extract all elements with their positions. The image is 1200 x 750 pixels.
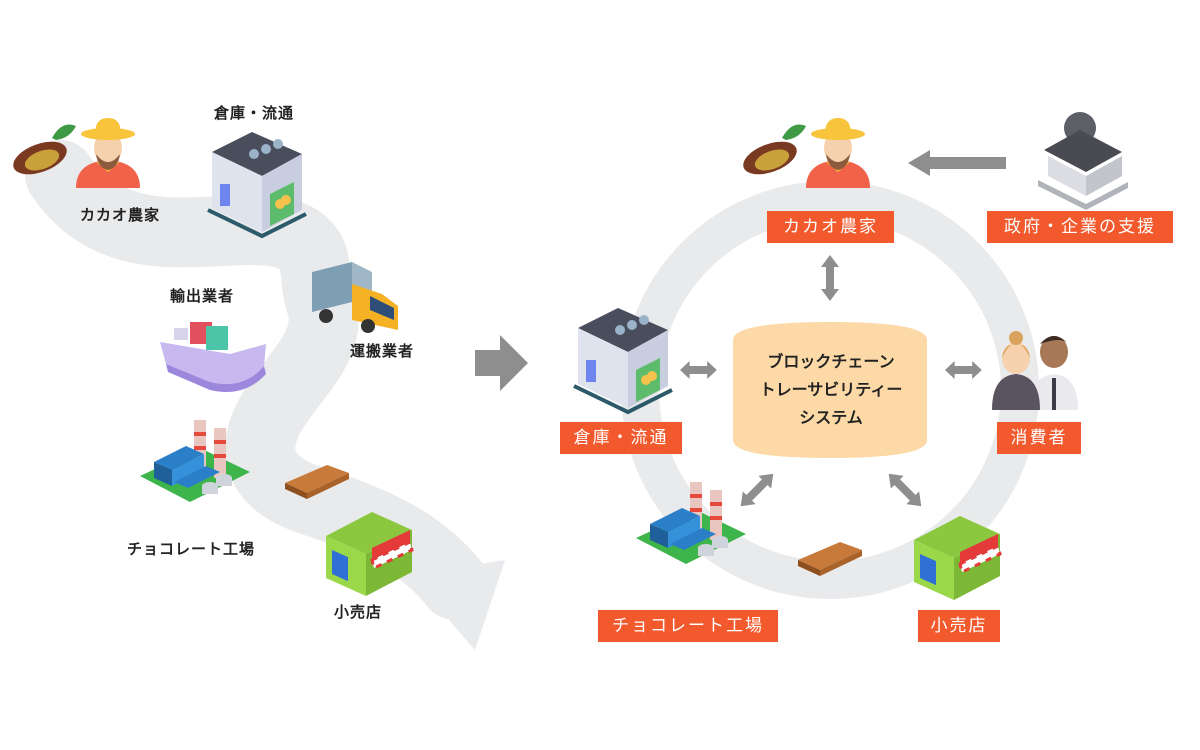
blockchain-system-shape	[733, 322, 927, 458]
blockchain-system-label: ブロックチェーン トレーサビリティー システム	[736, 348, 926, 432]
center-line-1: ブロックチェーン	[767, 352, 895, 371]
link-arrow-consumer	[945, 361, 982, 379]
supply-path-arrowhead	[410, 560, 505, 650]
label-exporter: 輸出業者	[170, 287, 235, 305]
shop-icon	[912, 514, 1002, 602]
link-arrow-retail	[882, 467, 928, 513]
label-warehouse: 倉庫・流通	[214, 104, 295, 122]
government-arrow-icon	[908, 150, 1006, 176]
tag-farmer: カカオ農家	[767, 211, 894, 243]
truck-icon	[312, 262, 398, 333]
link-arrow-factory	[734, 467, 780, 513]
tag-retail: 小売店	[918, 610, 1000, 642]
supply-path-ribbon	[25, 140, 490, 620]
consumers-icon	[992, 331, 1078, 410]
link-arrow-warehouse	[680, 361, 717, 379]
link-arrow-farmer	[821, 255, 839, 301]
center-line-2: トレーサビリティー	[759, 380, 903, 399]
cacao-farmer-icon	[738, 118, 870, 188]
label-farmer: カカオ農家	[80, 206, 161, 224]
label-retail: 小売店	[334, 603, 383, 621]
center-line-3: システム	[799, 408, 863, 427]
tag-support: 政府・企業の支援	[987, 211, 1173, 243]
cargo-ship-icon	[160, 322, 266, 392]
right-arrow-icon	[475, 335, 528, 391]
label-transport: 運搬業者	[350, 342, 415, 360]
label-factory: チョコレート工場	[127, 540, 256, 558]
tag-warehouse: 倉庫・流通	[560, 422, 682, 454]
government-building-icon	[1038, 112, 1128, 210]
tag-factory: チョコレート工場	[598, 610, 778, 642]
tag-consumer: 消費者	[997, 422, 1081, 454]
